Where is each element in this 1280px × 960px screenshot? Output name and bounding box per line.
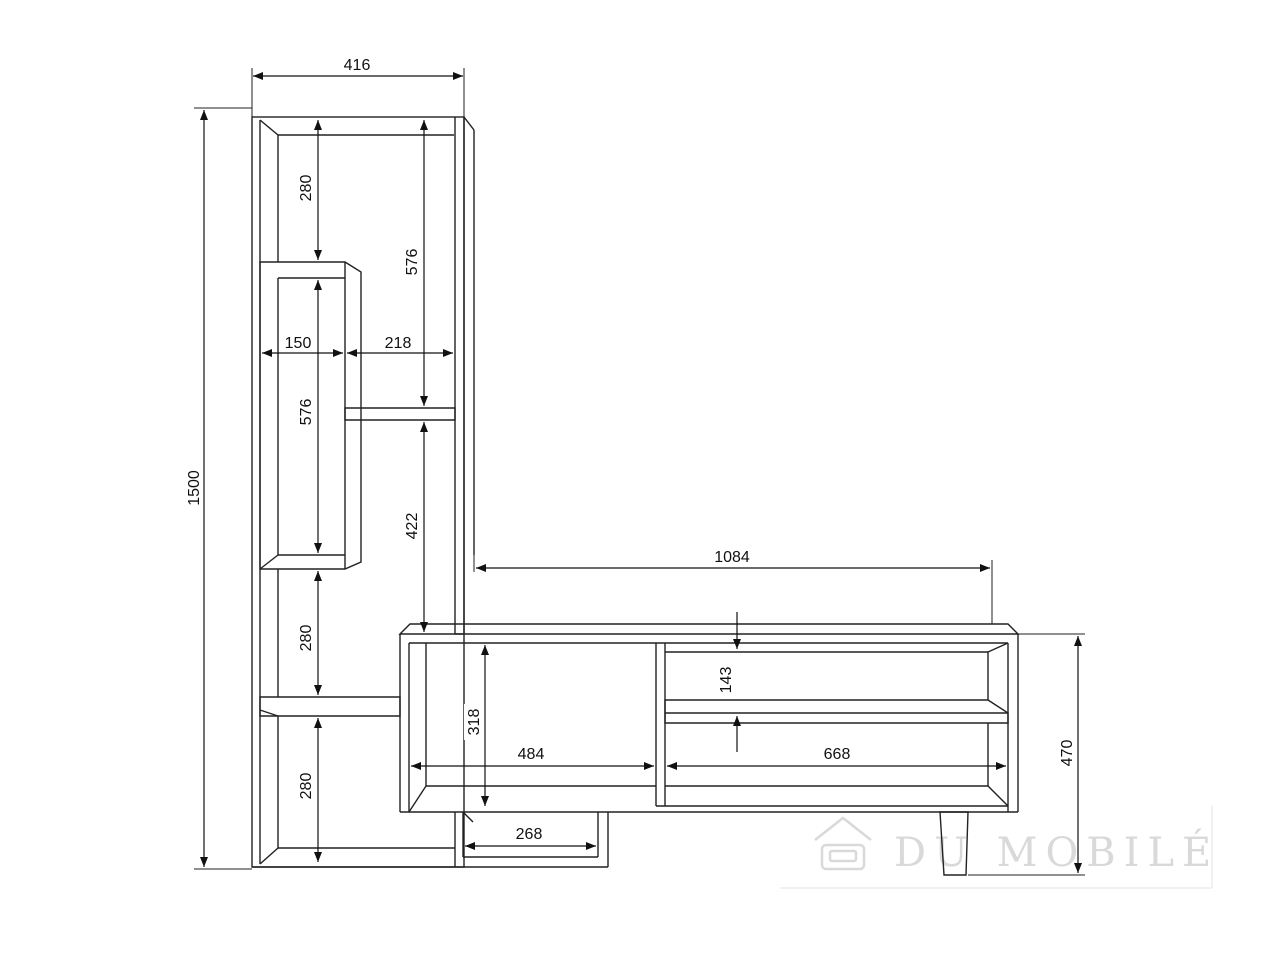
extension-lines <box>194 68 1085 876</box>
watermark-text: DU MOBILÉ <box>894 829 1219 876</box>
label-576-left: 576 <box>298 399 315 426</box>
label-668: 668 <box>824 746 851 763</box>
label-280-top: 280 <box>298 175 315 202</box>
label-150: 150 <box>285 335 312 352</box>
label-218: 218 <box>385 335 412 352</box>
dimension-lines <box>200 72 1082 873</box>
label-422: 422 <box>404 513 421 540</box>
watermark: DU MOBILÉ <box>780 805 1219 889</box>
tv-unit <box>398 623 1020 876</box>
tall-shelf-tower <box>251 116 608 868</box>
dimension-labels: 416 1500 280 576 150 218 576 422 280 280… <box>183 54 1077 843</box>
label-143: 143 <box>718 667 735 694</box>
label-280-mid: 280 <box>298 625 315 652</box>
label-484: 484 <box>518 746 545 763</box>
label-1500: 1500 <box>186 470 203 506</box>
label-416: 416 <box>344 57 371 74</box>
armchair-house-icon <box>814 816 872 871</box>
label-576-right: 576 <box>404 249 421 276</box>
label-318: 318 <box>466 709 483 736</box>
label-268: 268 <box>516 826 543 843</box>
label-280-bottom: 280 <box>298 773 315 800</box>
label-1084: 1084 <box>714 549 750 566</box>
label-470: 470 <box>1059 740 1076 767</box>
